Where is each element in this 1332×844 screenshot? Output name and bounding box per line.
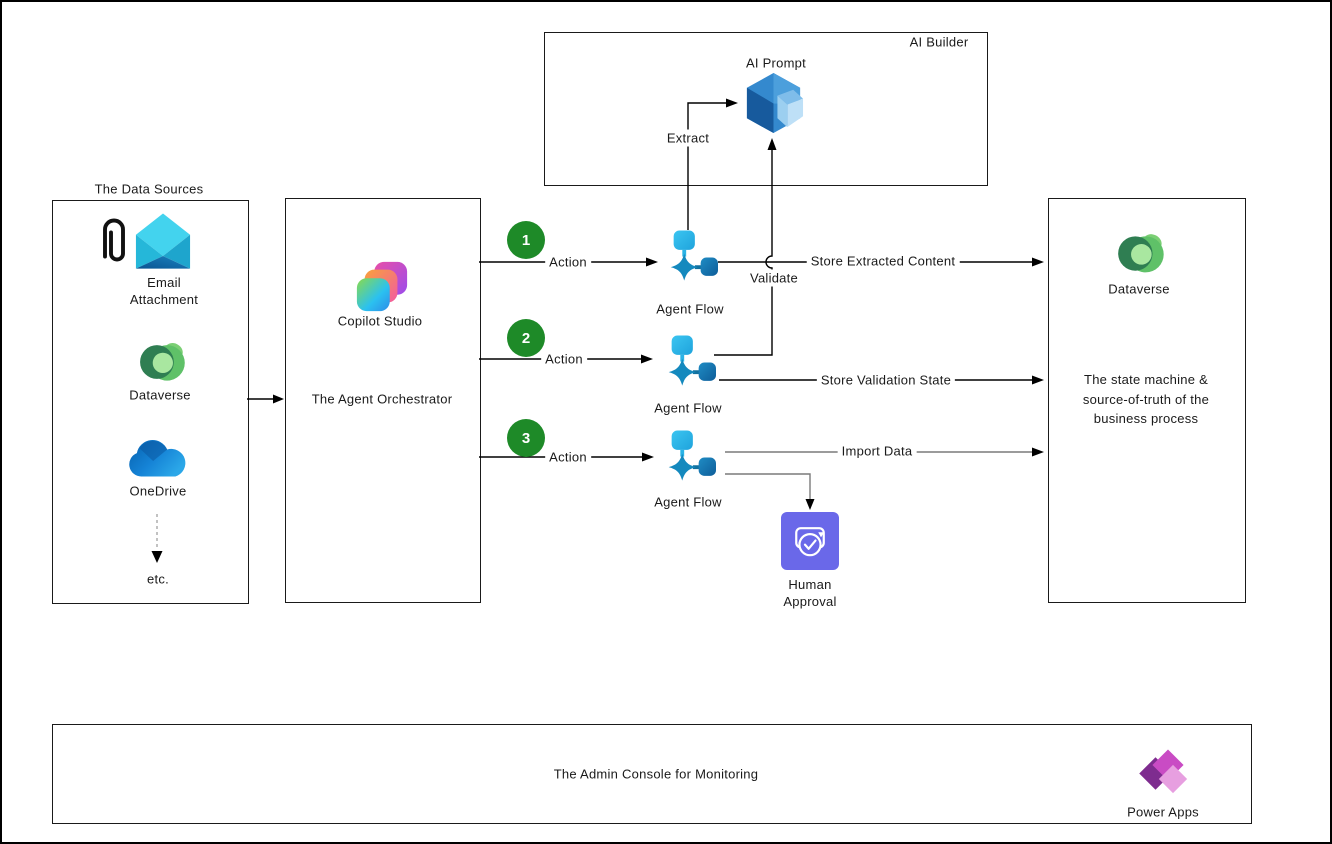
agent-flow-icon-3 (662, 430, 716, 487)
ai-prompt-icon (742, 72, 805, 135)
step-badge-2: 2 (507, 319, 545, 357)
admin-console-box (52, 724, 1252, 824)
power-apps-label: Power Apps (1127, 804, 1199, 820)
dataverse-store-label: Dataverse (1108, 281, 1170, 297)
data-sources-box (52, 200, 249, 604)
admin-console-label: The Admin Console for Monitoring (553, 766, 759, 782)
step-badge-3: 3 (507, 419, 545, 457)
edge-to-human-approval (725, 473, 811, 499)
onedrive-label: OneDrive (129, 483, 187, 499)
import-data-edge-label: Import Data (837, 442, 917, 460)
agent-flow-icon-2 (662, 335, 716, 392)
copilot-studio-label: Copilot Studio (337, 313, 423, 329)
agent-orchestrator-label: The Agent Orchestrator (311, 391, 453, 407)
action-label-2: Action (541, 350, 587, 368)
dataverse-source-icon (135, 338, 189, 386)
power-apps-icon (1135, 745, 1193, 801)
edge-extract (687, 102, 726, 230)
state-store-box (1048, 198, 1246, 603)
dataverse-source-label: Dataverse (129, 387, 191, 403)
orchestrator-box (285, 198, 481, 603)
email-icon (134, 213, 192, 270)
step-badge-1: 1 (507, 221, 545, 259)
agent-flow-label-2: Agent Flow (654, 400, 722, 416)
paperclip-icon (96, 213, 132, 267)
etc-label: etc. (147, 571, 169, 587)
agent-flow-icon-1 (664, 230, 718, 287)
onedrive-icon (126, 439, 188, 481)
validate-edge-label: Validate (745, 269, 803, 287)
state-store-description: The state machine & source-of-truth of t… (1082, 371, 1210, 426)
data-sources-title: The Data Sources (94, 181, 204, 197)
ai-prompt-label: AI Prompt (745, 55, 807, 71)
store-extracted-edge-label: Store Extracted Content (806, 252, 960, 270)
ai-builder-title: AI Builder (909, 34, 969, 50)
extract-edge-label: Extract (662, 129, 714, 147)
ai-builder-box (544, 32, 988, 186)
dataverse-store-icon (1113, 229, 1168, 278)
copilot-studio-icon (354, 259, 410, 315)
arrowheads (151, 98, 1044, 563)
agent-flow-label-3: Agent Flow (654, 494, 722, 510)
agent-flow-label-1: Agent Flow (656, 301, 724, 317)
human-approval-icon (781, 512, 839, 570)
store-validation-edge-label: Store Validation State (816, 371, 956, 389)
action-label-3: Action (545, 448, 591, 466)
human-approval-label: Human Approval (783, 577, 837, 609)
action-label-1: Action (545, 253, 591, 271)
email-attachment-label: Email Attachment (129, 275, 199, 307)
edge-validate (714, 150, 773, 356)
